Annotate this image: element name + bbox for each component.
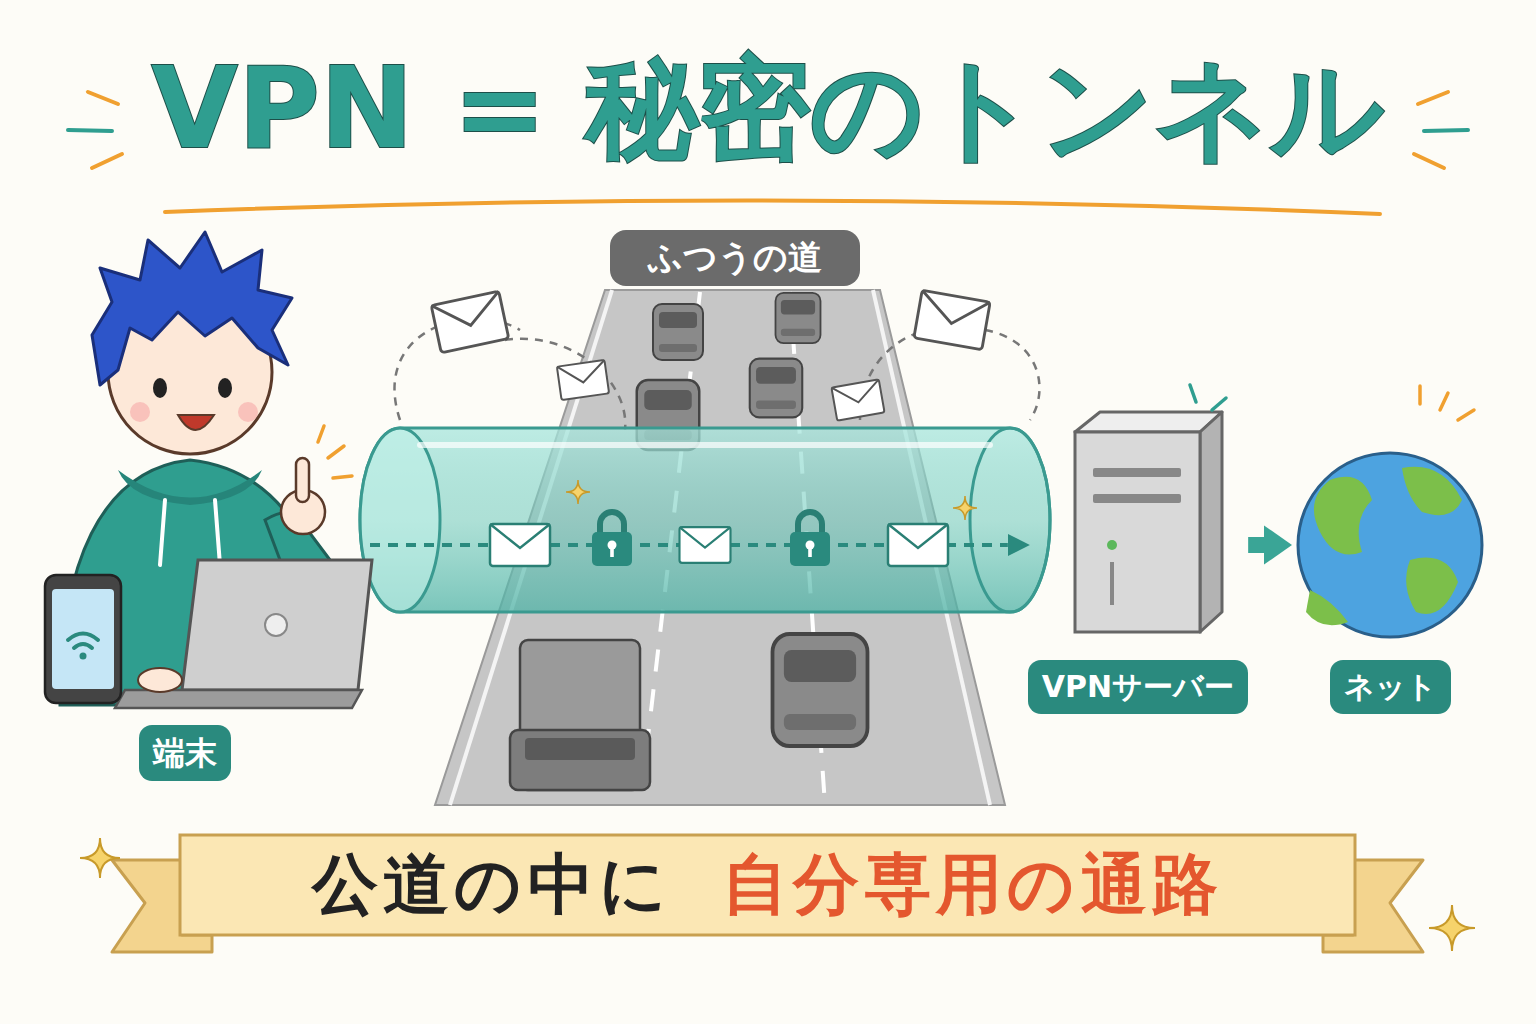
title: VPN = 秘密のトンネル [0,38,1536,178]
mail-path [505,339,625,430]
deco-dash [1418,92,1448,104]
car [773,634,868,746]
continent [1306,590,1348,625]
banner [180,835,1355,935]
cheek [130,402,150,422]
envelope [431,291,509,353]
banner-text: 自分専用の通路 [722,845,1223,924]
lock-icon [592,512,632,566]
tunnel-mouth [360,428,440,612]
eye [153,378,167,398]
title-underline [165,200,1380,214]
wifi-icon [74,644,92,648]
wifi-icon [80,653,87,660]
drawstring [215,500,220,565]
car [653,304,703,360]
server-node: VPNサーバー [1028,420,1248,720]
deco-dash [68,130,112,131]
continent [1406,558,1458,614]
sparkle [953,496,977,520]
sparkle [566,480,590,504]
server-slot [1110,562,1114,605]
hand [138,668,182,692]
truck-window [525,738,635,760]
deco-dash [1418,386,1422,404]
mail-path [985,330,1040,420]
deco-dash [1190,385,1196,402]
mouth [178,415,214,430]
internet-node: ネット [1292,440,1488,720]
arrow-connector [1248,537,1264,553]
sparkle [80,838,120,878]
tunnel-highlight [420,442,990,448]
deco-dash [1440,393,1448,410]
label-pill: ネット [1330,660,1451,714]
continent [1402,467,1462,515]
deco-dash [1424,130,1468,131]
laptop-logo [265,614,287,636]
phone [45,575,121,703]
envelope [557,360,609,400]
deco-dash [328,446,344,458]
road [435,290,1005,805]
tunnel-body [360,428,1050,612]
label-pill: 端末 [139,725,231,781]
lock-icon [790,512,830,566]
car [750,359,803,418]
phone-screen [52,589,114,689]
wifi-icon [68,634,98,641]
laptop-base [115,690,362,708]
server-slot [1093,494,1181,503]
envelope [888,524,948,566]
device-node: 端末 [40,250,370,790]
server-slot [1093,468,1181,477]
sparkle [1429,905,1475,951]
laptop-lid [182,560,372,690]
truck-cab [510,730,650,790]
envelope [831,379,884,420]
band-label: ふつうの道 [648,235,822,281]
server-front [1075,432,1200,632]
server-top [1075,412,1222,432]
server-side [1200,412,1222,632]
finger [296,458,309,502]
deco-dash [92,154,122,168]
deco-dash [318,426,324,442]
envelope [914,290,990,350]
label-pill: VPNサーバー [1028,660,1248,714]
road-label: ふつうの道 [610,230,860,286]
deco-dash [88,92,118,104]
deco-dash [333,476,352,478]
globe [1298,453,1482,637]
hood-collar [118,470,262,505]
drawstring [160,500,165,565]
cheek [238,402,258,422]
deco-dash [1212,398,1226,410]
truck [510,640,650,790]
car [776,293,821,343]
tunnel-end [970,428,1050,612]
banner-text: 公道の中に [312,845,672,924]
envelope [680,527,731,563]
server-light [1107,540,1117,550]
deco-dash [1458,410,1474,420]
eye [218,378,232,398]
banner-text-row: 公道の中に自分専用の通路 [175,835,1360,935]
envelope [490,524,550,566]
deco-dash [1414,154,1444,168]
continent [1314,477,1372,555]
hair [92,232,292,385]
